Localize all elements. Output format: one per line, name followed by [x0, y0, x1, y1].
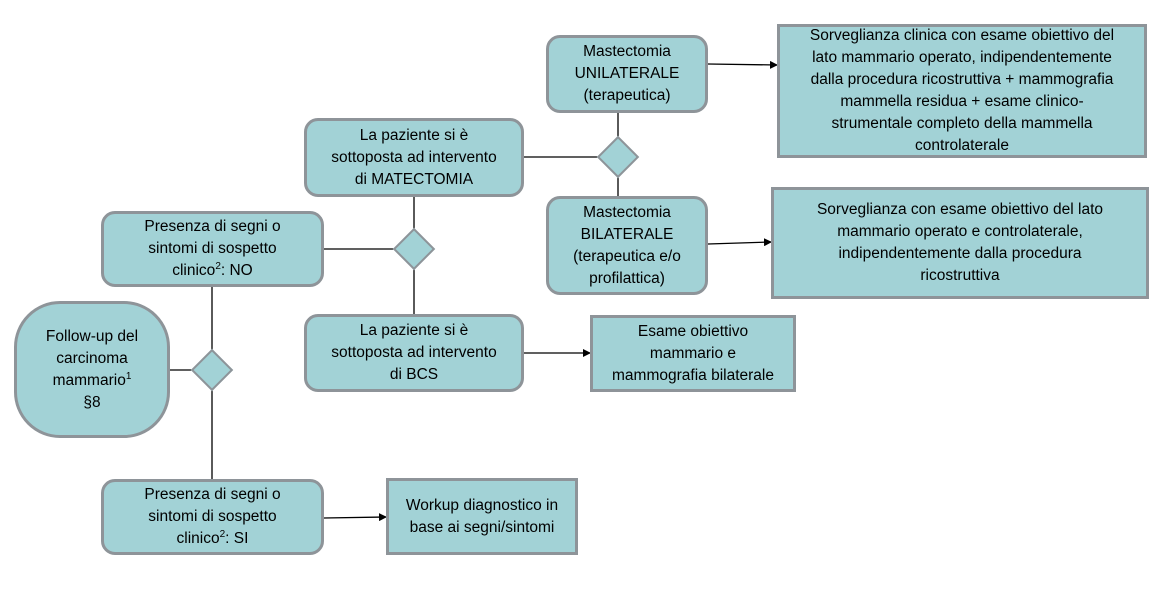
bilateral-followup-label: Sorveglianza con esame obiettivo del lat… — [816, 201, 1104, 284]
followup-label: Follow-up del carcinoma mammario1 §8 — [45, 327, 139, 411]
bcs-node: La paziente si è sottoposta ad intervent… — [304, 314, 524, 392]
bilateral-followup-box: Sorveglianza con esame obiettivo del lat… — [771, 187, 1149, 299]
unilateral-followup-box: Sorveglianza clinica con esame obiettivo… — [777, 24, 1147, 158]
bcs-followup-box: Esame obiettivo mammario e mammografia b… — [590, 315, 796, 392]
arrow-si-workup — [323, 513, 387, 522]
workup-box: Workup diagnostico in base ai segni/sint… — [386, 478, 578, 555]
bcs-followup-label: Esame obiettivo mammario e mammografia b… — [612, 322, 774, 384]
arrow-unilateral-followup — [707, 60, 778, 69]
mastectomy-node: La paziente si è sottoposta ad intervent… — [304, 118, 524, 197]
no-signs-label: Presenza di segni o sintomi di sospetto … — [144, 218, 281, 279]
unilateral-node: Mastectomia UNILATERALE (terapeutica) — [546, 35, 708, 113]
mastectomy-label: La paziente si è sottoposta ad intervent… — [331, 126, 497, 188]
bcs-label: La paziente si è sottoposta ad intervent… — [331, 322, 497, 383]
arrow-bilateral-followup — [707, 238, 772, 247]
workup-label: Workup diagnostico in base ai segni/sint… — [405, 496, 559, 536]
unilateral-followup-label: Sorveglianza clinica con esame obiettivo… — [809, 27, 1115, 154]
unilateral-label: Mastectomia UNILATERALE (terapeutica) — [574, 43, 680, 104]
si-signs-label: Presenza di segni o sintomi di sospetto … — [144, 486, 281, 547]
bilateral-label: Mastectomia BILATERALE (terapeutica e/o … — [573, 203, 681, 287]
si-signs-node: Presenza di segni o sintomi di sospetto … — [101, 479, 324, 555]
bilateral-node: Mastectomia BILATERALE (terapeutica e/o … — [546, 196, 708, 295]
no-signs-node: Presenza di segni o sintomi di sospetto … — [101, 211, 324, 287]
followup-node: Follow-up del carcinoma mammario1 §8 — [14, 301, 170, 438]
